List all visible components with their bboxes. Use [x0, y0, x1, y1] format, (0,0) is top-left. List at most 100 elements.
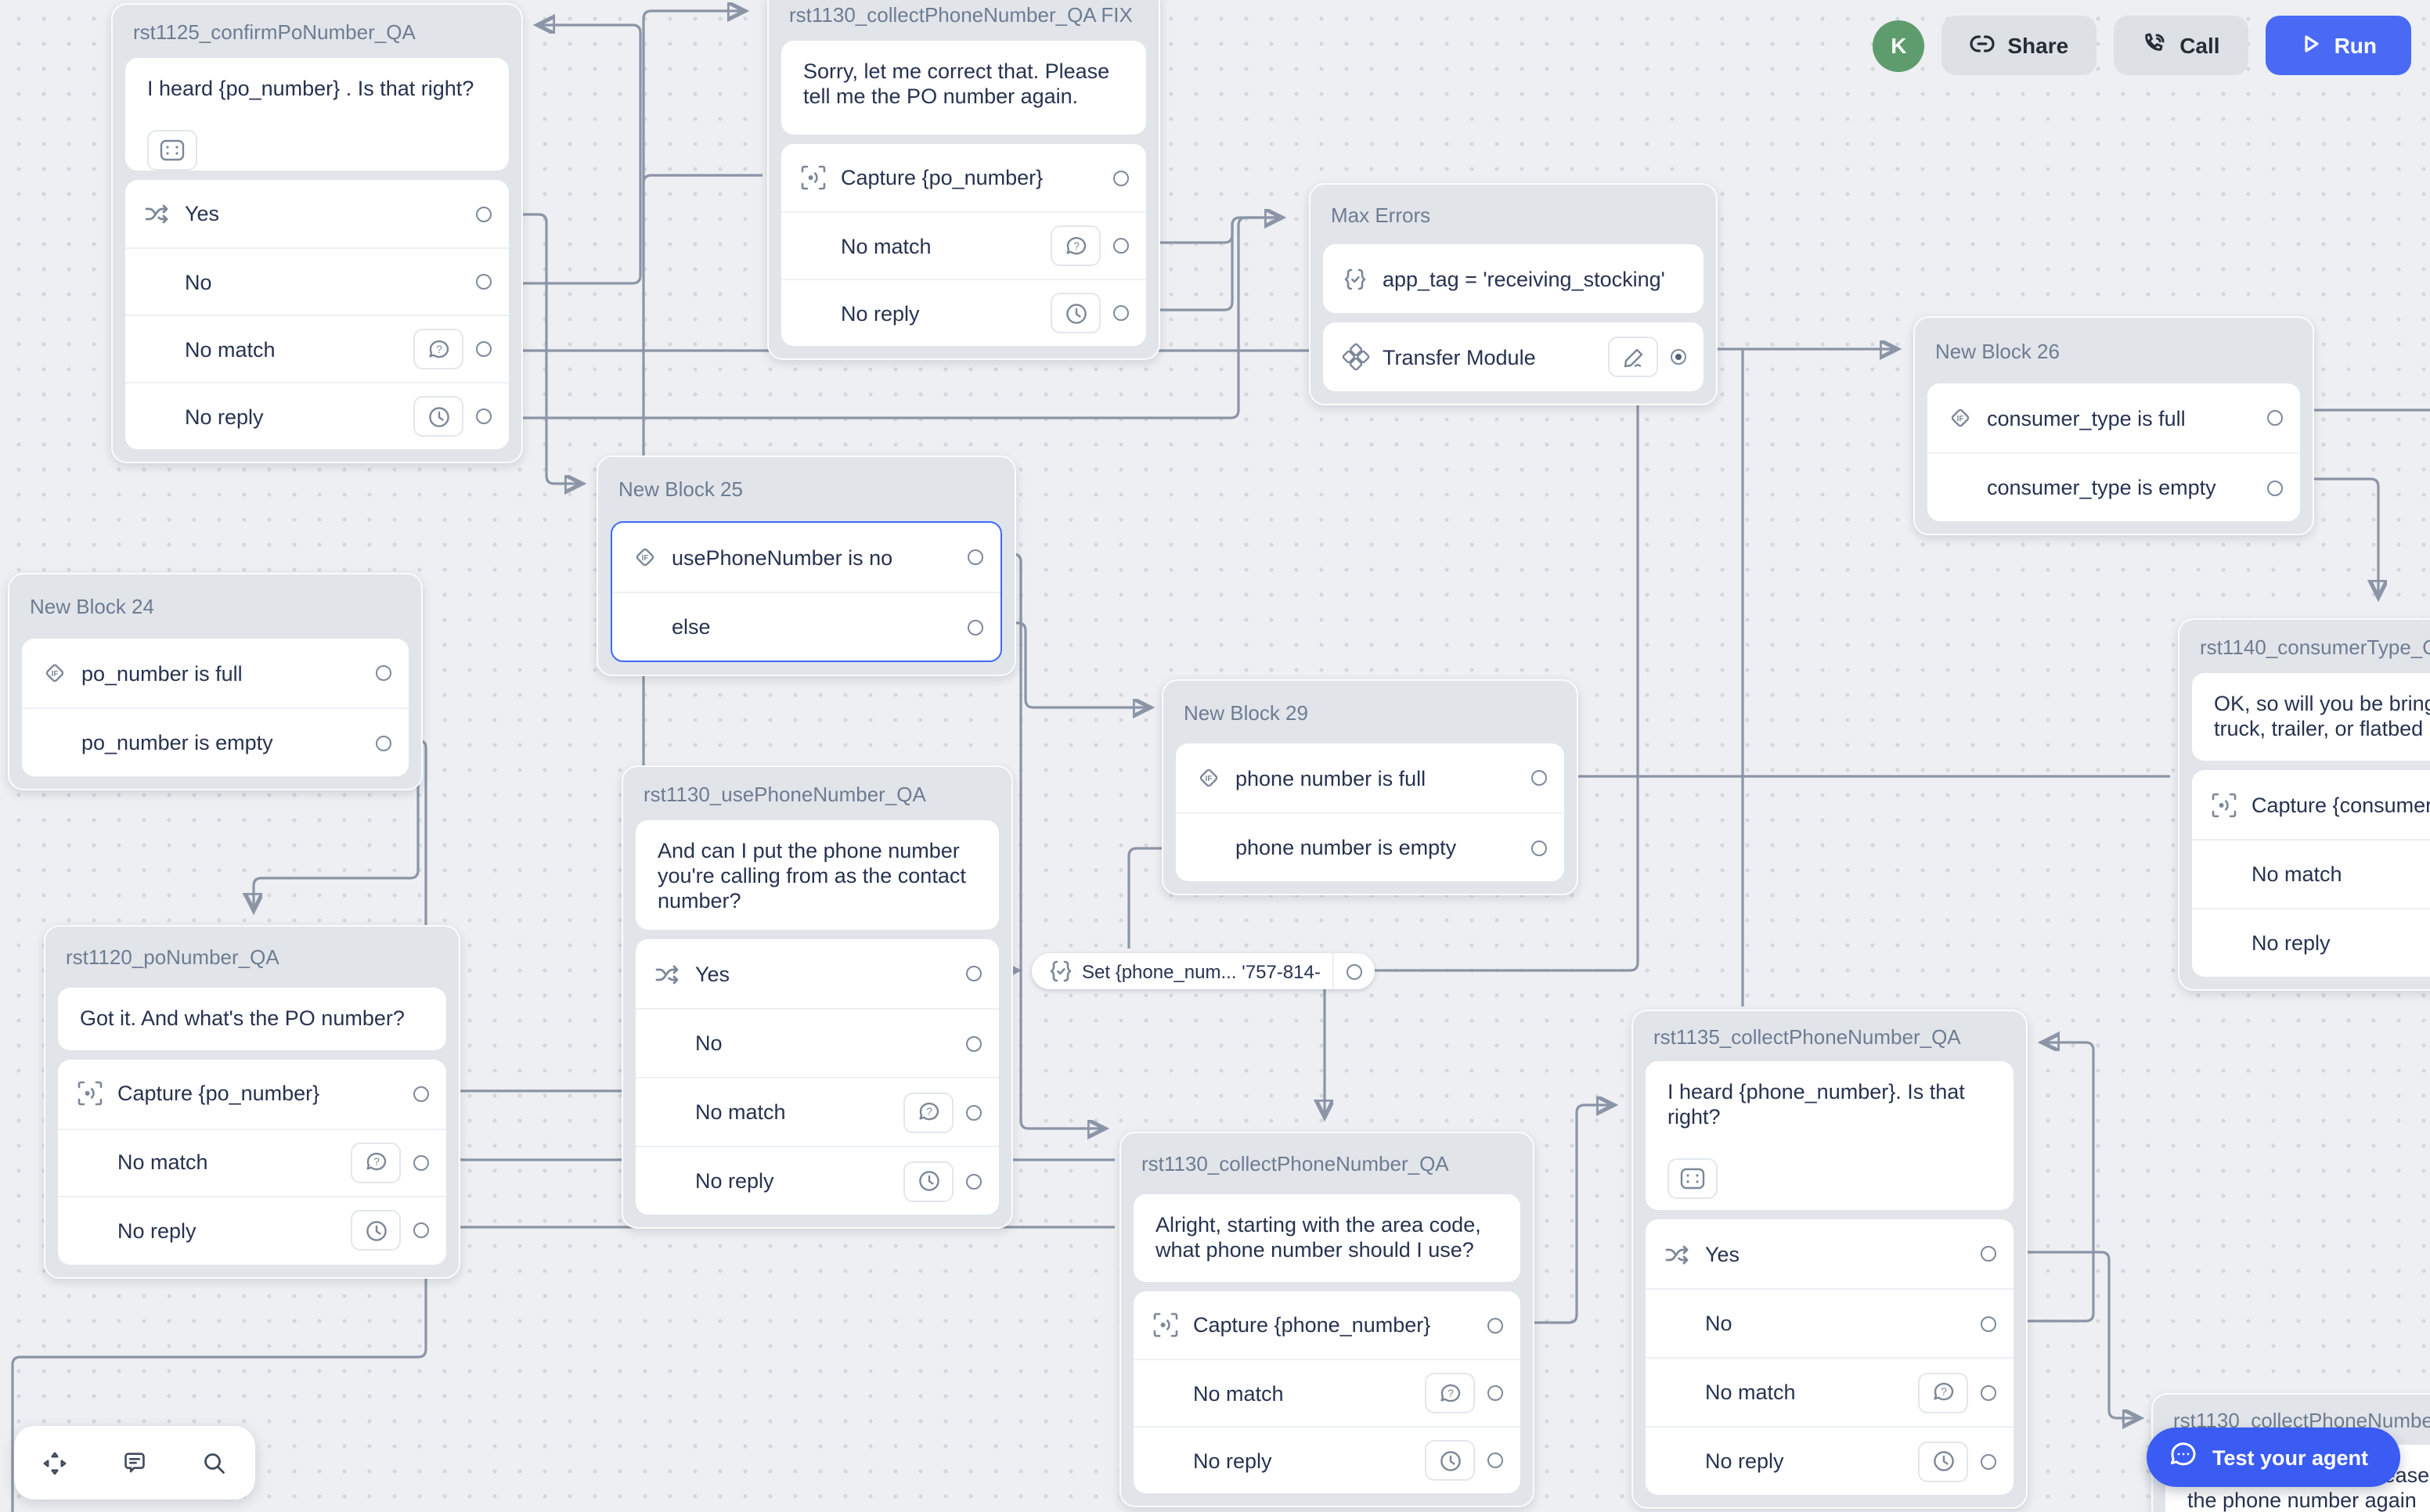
- clock-chip-icon[interactable]: [1051, 293, 1101, 333]
- step-row[interactable]: app_tag = 'receiving_stocking': [1323, 244, 1704, 313]
- help-chip-icon[interactable]: ?: [903, 1092, 954, 1132]
- step-port[interactable]: [1981, 1246, 1996, 1262]
- clock-chip-icon[interactable]: [903, 1161, 954, 1201]
- step-row[interactable]: No match?: [781, 211, 1146, 279]
- step-port[interactable]: [376, 665, 391, 681]
- step-port[interactable]: [966, 1104, 982, 1120]
- image-chip-icon[interactable]: [1667, 1158, 1718, 1199]
- step-port[interactable]: [1531, 770, 1547, 786]
- step-port[interactable]: [1981, 1453, 1996, 1469]
- help-chip-icon[interactable]: ?: [351, 1142, 401, 1183]
- message-card[interactable]: I heard {po_number} . Is that right?: [125, 58, 509, 171]
- step-row[interactable]: No: [125, 247, 509, 315]
- step-row[interactable]: else: [612, 592, 1000, 661]
- message-card[interactable]: And can I put the phone number you're ca…: [636, 820, 999, 930]
- step-port[interactable]: [1347, 963, 1362, 979]
- step-row[interactable]: Yes: [125, 180, 509, 247]
- step-port[interactable]: [476, 274, 492, 290]
- step-port[interactable]: [1981, 1384, 1996, 1400]
- avatar[interactable]: K: [1873, 20, 1925, 71]
- step-row[interactable]: phone number is empty: [1176, 812, 1564, 881]
- step-port[interactable]: [413, 1154, 429, 1171]
- step-row[interactable]: Transfer Module: [1323, 322, 1704, 391]
- step-port[interactable]: [376, 735, 391, 751]
- help-chip-icon[interactable]: ?: [1918, 1372, 1968, 1413]
- step-port[interactable]: [1487, 1453, 1503, 1468]
- message-card[interactable]: OK, so will you be bring truck, trailer,…: [2192, 673, 2430, 761]
- step-row[interactable]: No reply: [1134, 1426, 1520, 1493]
- step-row[interactable]: No match?: [1646, 1357, 2014, 1426]
- step-port[interactable]: [966, 1173, 982, 1189]
- step-row[interactable]: No match?: [2192, 839, 2430, 908]
- step-row[interactable]: po_number is empty: [22, 707, 409, 776]
- step-port[interactable]: [2267, 480, 2283, 495]
- comment-icon[interactable]: [111, 1439, 158, 1486]
- step-row[interactable]: Capture {po_number}: [58, 1060, 446, 1128]
- step-port[interactable]: [476, 206, 492, 221]
- step-row[interactable]: Capture {po_number}: [781, 144, 1146, 211]
- step-row[interactable]: No reply: [1646, 1426, 2014, 1495]
- message-card[interactable]: Alright, starting with the area code, wh…: [1134, 1194, 1520, 1282]
- step-port[interactable]: [966, 966, 982, 981]
- step-row[interactable]: No match?: [1134, 1359, 1520, 1426]
- step-port[interactable]: [966, 1035, 982, 1051]
- test-your-agent-button[interactable]: Test your agent: [2147, 1427, 2400, 1487]
- step-row[interactable]: No: [636, 1008, 999, 1077]
- message-card[interactable]: Sorry, let me correct that. Please tell …: [781, 41, 1146, 135]
- step-row[interactable]: No match?: [58, 1128, 446, 1196]
- call-button[interactable]: Call: [2114, 16, 2248, 75]
- step-row[interactable]: Capture {consumer: [2192, 770, 2430, 839]
- step-port[interactable]: [476, 409, 492, 424]
- message-card[interactable]: Got it. And what's the PO number?: [58, 988, 446, 1050]
- clock-chip-icon[interactable]: [413, 396, 463, 437]
- pan-icon[interactable]: [31, 1439, 78, 1486]
- step-row[interactable]: Yes: [636, 939, 999, 1008]
- step-row[interactable]: Yes: [1646, 1219, 2014, 1288]
- step-port[interactable]: [413, 1222, 429, 1239]
- step-row[interactable]: consumer_type is empty: [1927, 452, 2300, 521]
- step-port[interactable]: [968, 549, 983, 565]
- step-port[interactable]: [1113, 305, 1129, 321]
- step-row[interactable]: Capture {phone_number}: [1134, 1291, 1520, 1359]
- step-port[interactable]: [1113, 170, 1129, 185]
- message-card[interactable]: I heard {phone_number}. Is that right?: [1646, 1061, 2014, 1210]
- step-row[interactable]: No reply: [2192, 908, 2430, 977]
- step-port[interactable]: [1487, 1317, 1503, 1333]
- image-chip-icon[interactable]: [147, 130, 197, 171]
- step-row[interactable]: No match?: [636, 1077, 999, 1146]
- clock-chip-icon[interactable]: [1425, 1440, 1475, 1481]
- step-port[interactable]: [1113, 238, 1129, 254]
- step-port[interactable]: [1487, 1385, 1503, 1401]
- step-port[interactable]: [413, 1085, 429, 1102]
- step-port[interactable]: [1981, 1316, 1996, 1331]
- step-row[interactable]: No reply: [58, 1196, 446, 1264]
- step-port[interactable]: [2267, 410, 2283, 426]
- share-button[interactable]: Share: [1941, 16, 2097, 75]
- step-port[interactable]: [1671, 349, 1686, 365]
- run-button[interactable]: Run: [2265, 16, 2411, 75]
- set-variable-node[interactable]: Set {phone_num... '757-814-7297': [1032, 953, 1375, 989]
- step-port[interactable]: [968, 619, 983, 635]
- edit-chip-icon[interactable]: [1608, 337, 1658, 377]
- step-row[interactable]: No reply: [125, 382, 509, 449]
- help-chip-icon[interactable]: ?: [1425, 1373, 1475, 1413]
- step-row[interactable]: No match?: [125, 315, 509, 382]
- step-row[interactable]: No reply: [636, 1146, 999, 1215]
- step-row[interactable]: No reply: [781, 279, 1146, 346]
